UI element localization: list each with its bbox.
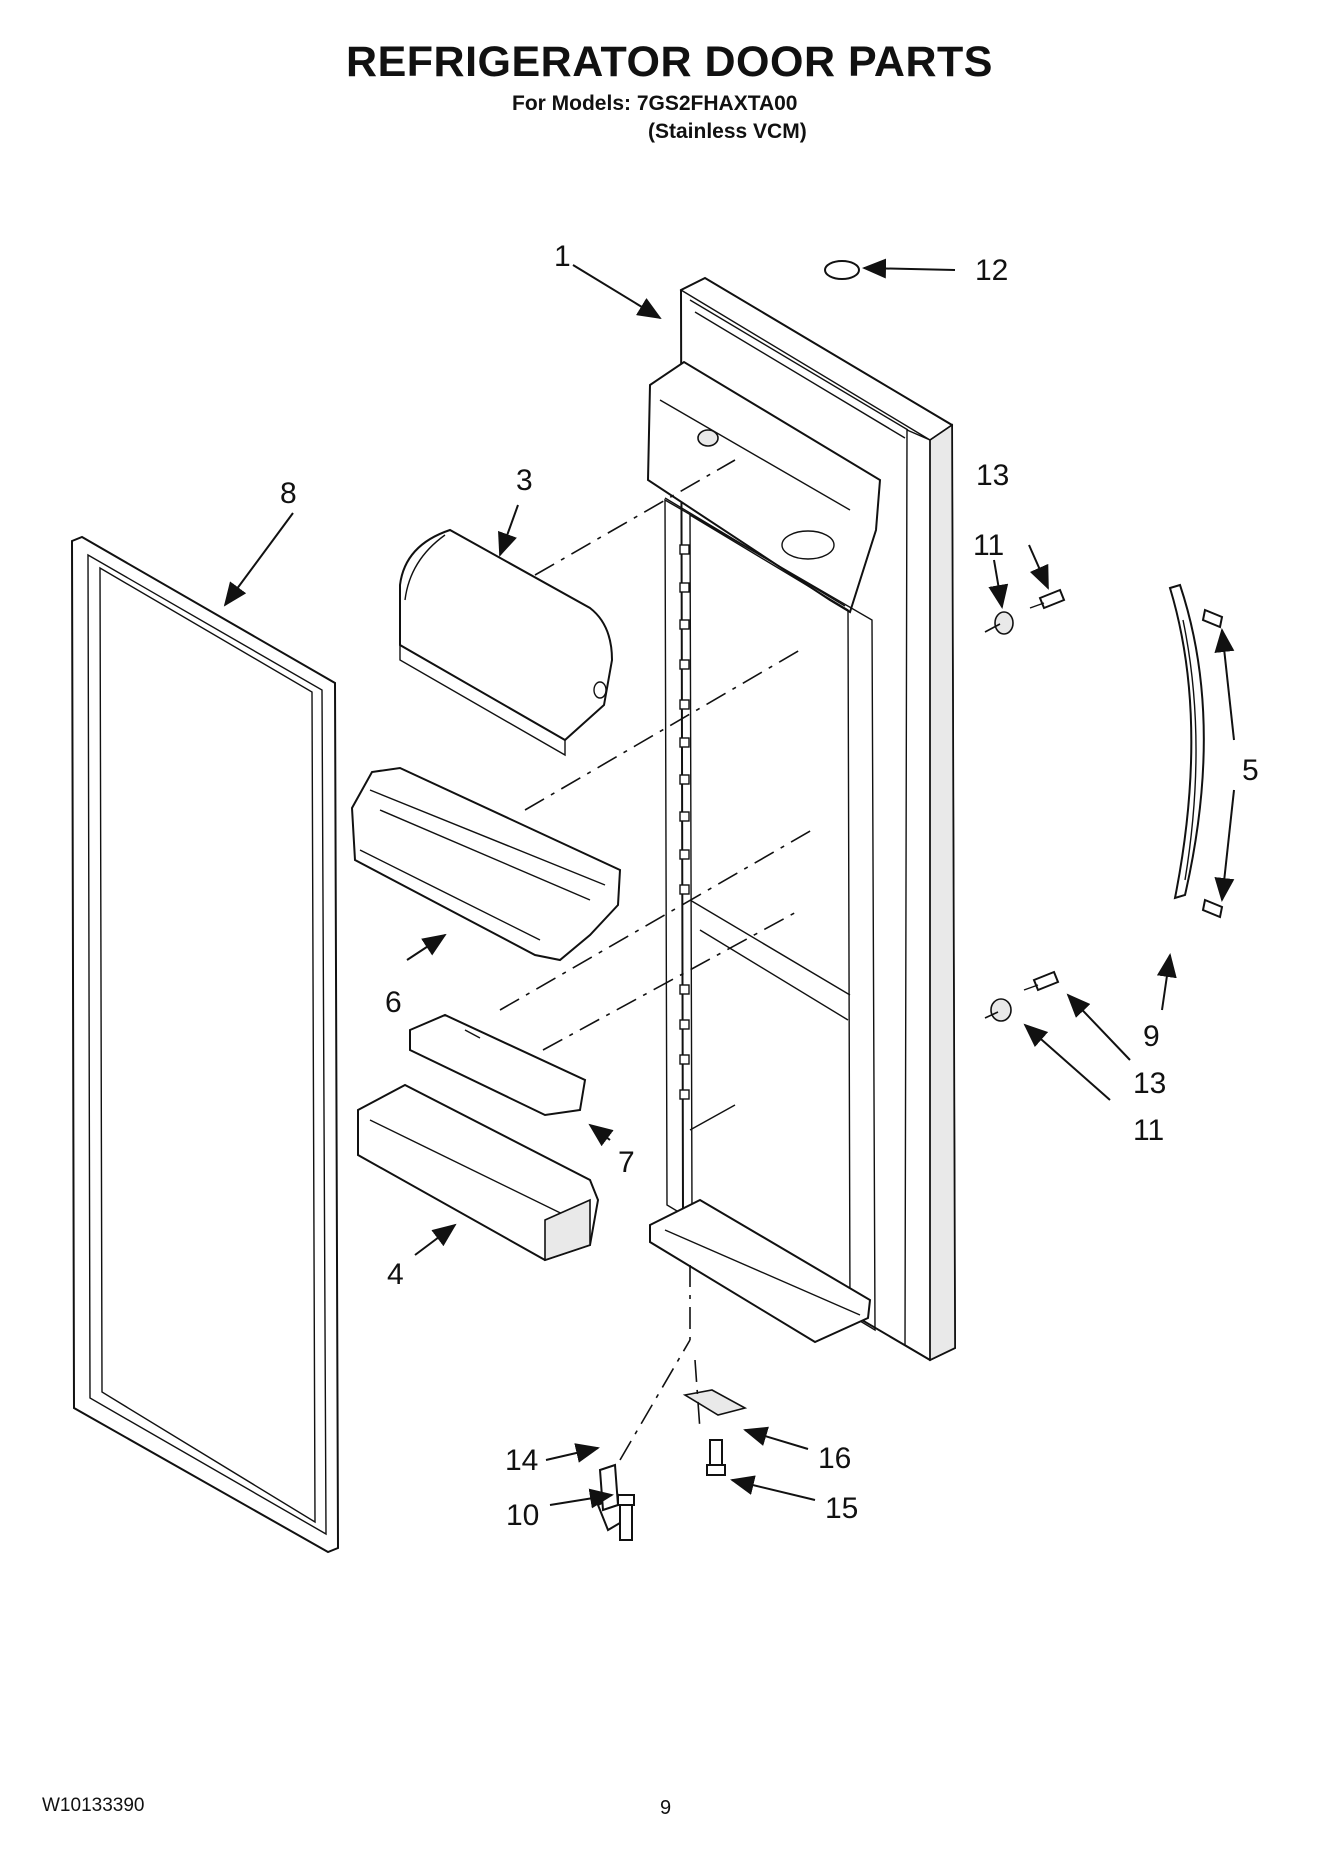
shelf-stud xyxy=(679,619,690,630)
callout-10: 10 xyxy=(506,1499,539,1532)
callout-8: 8 xyxy=(280,477,297,510)
shelf-stud xyxy=(679,1054,690,1065)
callout-15: 15 xyxy=(825,1492,858,1525)
callout-14: 14 xyxy=(505,1444,538,1477)
spacer-lower xyxy=(990,998,1012,1022)
dairy-door xyxy=(399,528,614,757)
door-body xyxy=(646,276,957,1362)
hinge-bracket xyxy=(682,1389,748,1416)
hinge-plug xyxy=(824,260,860,280)
callout-16: 16 xyxy=(818,1442,851,1475)
shelf-stud xyxy=(679,774,690,785)
callout-13-lower: 13 xyxy=(1133,1067,1166,1100)
shelf-stud xyxy=(679,884,690,895)
callout-9: 9 xyxy=(1143,1020,1160,1053)
callout-1: 1 xyxy=(554,240,571,273)
callout-5: 5 xyxy=(1242,754,1259,787)
shelf-stud xyxy=(679,544,690,555)
callout-7: 7 xyxy=(618,1146,635,1179)
door-gasket xyxy=(70,535,340,1554)
spacer-upper xyxy=(994,611,1014,635)
shelf-stud xyxy=(679,984,690,995)
callout-arrows xyxy=(223,258,1235,1509)
screw-upper xyxy=(1029,588,1066,610)
shelf-stud xyxy=(679,699,690,710)
callout-11-lower: 11 xyxy=(1133,1114,1164,1147)
shelf-stud xyxy=(679,659,690,670)
callout-12: 12 xyxy=(975,254,1008,287)
hinge-screw xyxy=(617,1494,635,1541)
shelf-stud xyxy=(679,1019,690,1030)
page-title: REFRIGERATOR DOOR PARTS xyxy=(346,38,993,86)
page-number: 9 xyxy=(660,1797,672,1819)
variant-line: (Stainless VCM) xyxy=(648,120,807,143)
lower-bin xyxy=(357,1083,600,1262)
callout-6: 6 xyxy=(385,986,402,1019)
callout-13-upper: 13 xyxy=(976,459,1009,492)
shelf-stud xyxy=(679,811,690,822)
shelf-stud xyxy=(679,849,690,860)
callout-4: 4 xyxy=(387,1258,404,1291)
document-number: W10133390 xyxy=(42,1795,145,1816)
callout-3: 3 xyxy=(516,464,533,497)
explode-lines xyxy=(499,459,1001,1461)
shelf-stud xyxy=(679,582,690,593)
door-bin xyxy=(350,766,622,962)
shelf-studs xyxy=(679,544,690,1100)
shelf-stud xyxy=(679,737,690,748)
door-shelf xyxy=(409,1013,587,1117)
bracket-screw xyxy=(706,1439,726,1476)
callout-11-upper: 11 xyxy=(973,529,1004,562)
door-handle xyxy=(1168,583,1224,919)
models-line: For Models: 7GS2FHAXTA00 xyxy=(512,92,798,115)
shelf-stud xyxy=(679,1089,690,1100)
screw-lower xyxy=(1023,970,1060,992)
